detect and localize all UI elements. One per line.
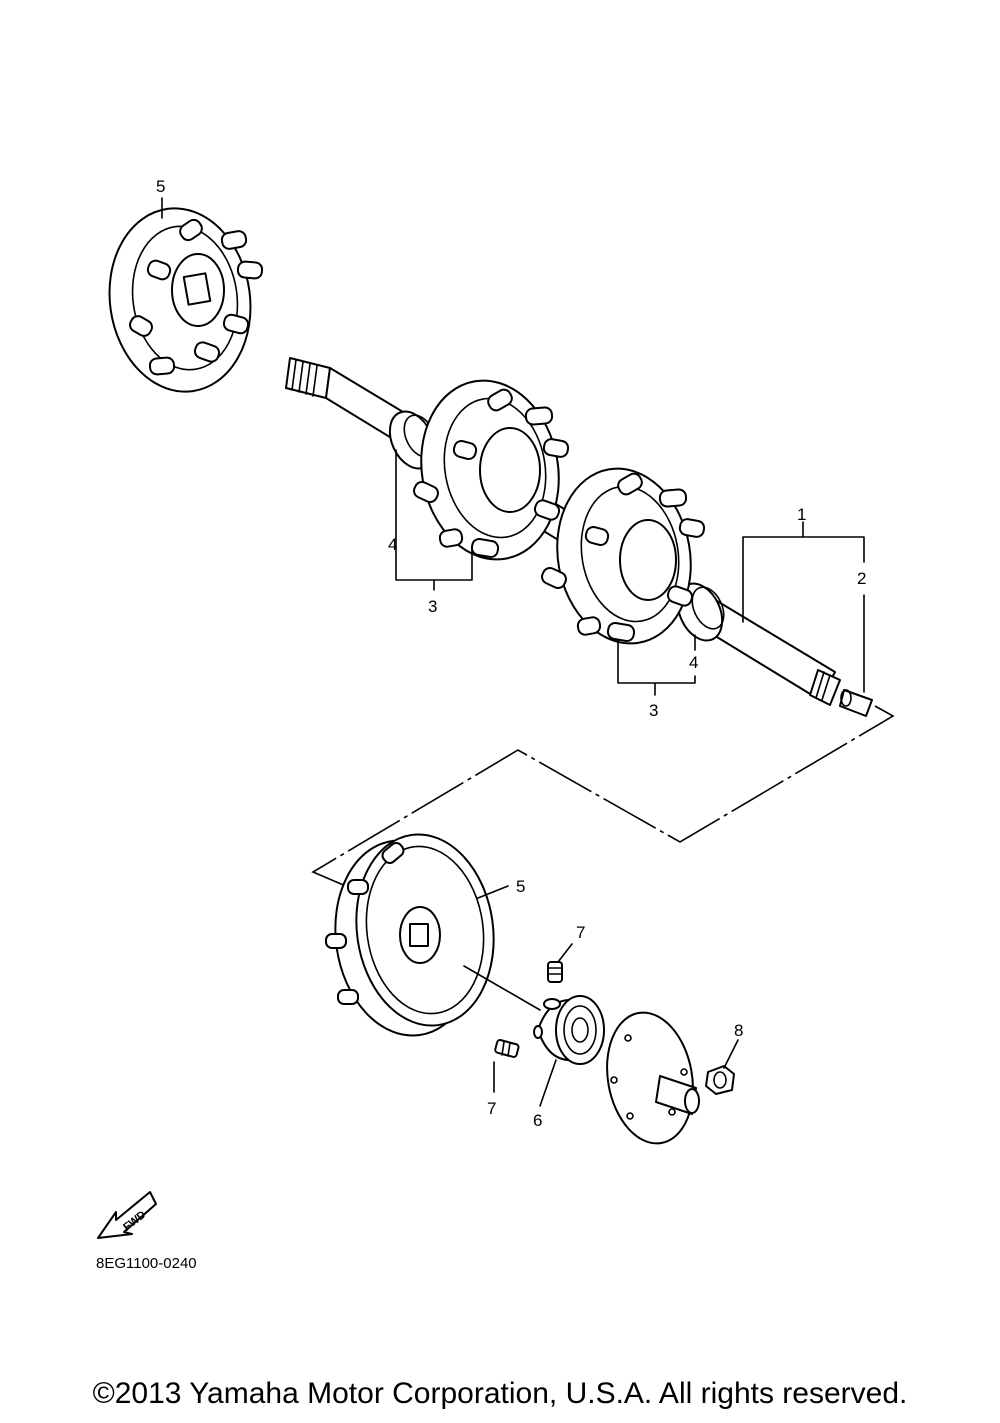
callout-1: 1 bbox=[797, 505, 806, 524]
callout-7-top: 7 bbox=[576, 923, 585, 942]
callout-3-right: 3 bbox=[649, 701, 658, 720]
fwd-arrow-icon: FWD bbox=[97, 1191, 157, 1239]
callout-3-left: 3 bbox=[428, 597, 437, 616]
bearing[interactable] bbox=[533, 995, 605, 1065]
callout-2: 2 bbox=[857, 569, 866, 588]
callout-5-top: 5 bbox=[156, 177, 165, 196]
callout-8: 8 bbox=[734, 1021, 743, 1040]
callout-6: 6 bbox=[533, 1111, 542, 1130]
callout-5-lower: 5 bbox=[516, 877, 525, 896]
sprocket-left[interactable] bbox=[98, 199, 264, 401]
set-screw-left[interactable] bbox=[494, 1039, 520, 1058]
callout-labels: 5 1 2 4 3 4 3 5 7 7 6 8 bbox=[156, 177, 866, 1130]
hub-flange[interactable] bbox=[597, 1006, 703, 1151]
diagram-code: 8EG1100-0240 bbox=[96, 1255, 197, 1272]
callout-4-left: 4 bbox=[388, 535, 397, 554]
copyright-notice: ©2013 Yamaha Motor Corporation, U.S.A. A… bbox=[92, 1377, 908, 1410]
sprocket-middle-1[interactable] bbox=[407, 370, 572, 571]
sprocket-lower[interactable] bbox=[323, 825, 506, 1044]
leader-lines bbox=[161, 197, 865, 1107]
assembly-guide-line bbox=[311, 705, 895, 891]
callout-7-lower: 7 bbox=[487, 1099, 496, 1118]
sprocket-middle-2[interactable] bbox=[540, 458, 706, 654]
set-screw-top[interactable] bbox=[547, 961, 563, 983]
callout-4-right: 4 bbox=[689, 653, 698, 672]
nut[interactable] bbox=[705, 1065, 735, 1095]
plug[interactable] bbox=[839, 689, 873, 717]
